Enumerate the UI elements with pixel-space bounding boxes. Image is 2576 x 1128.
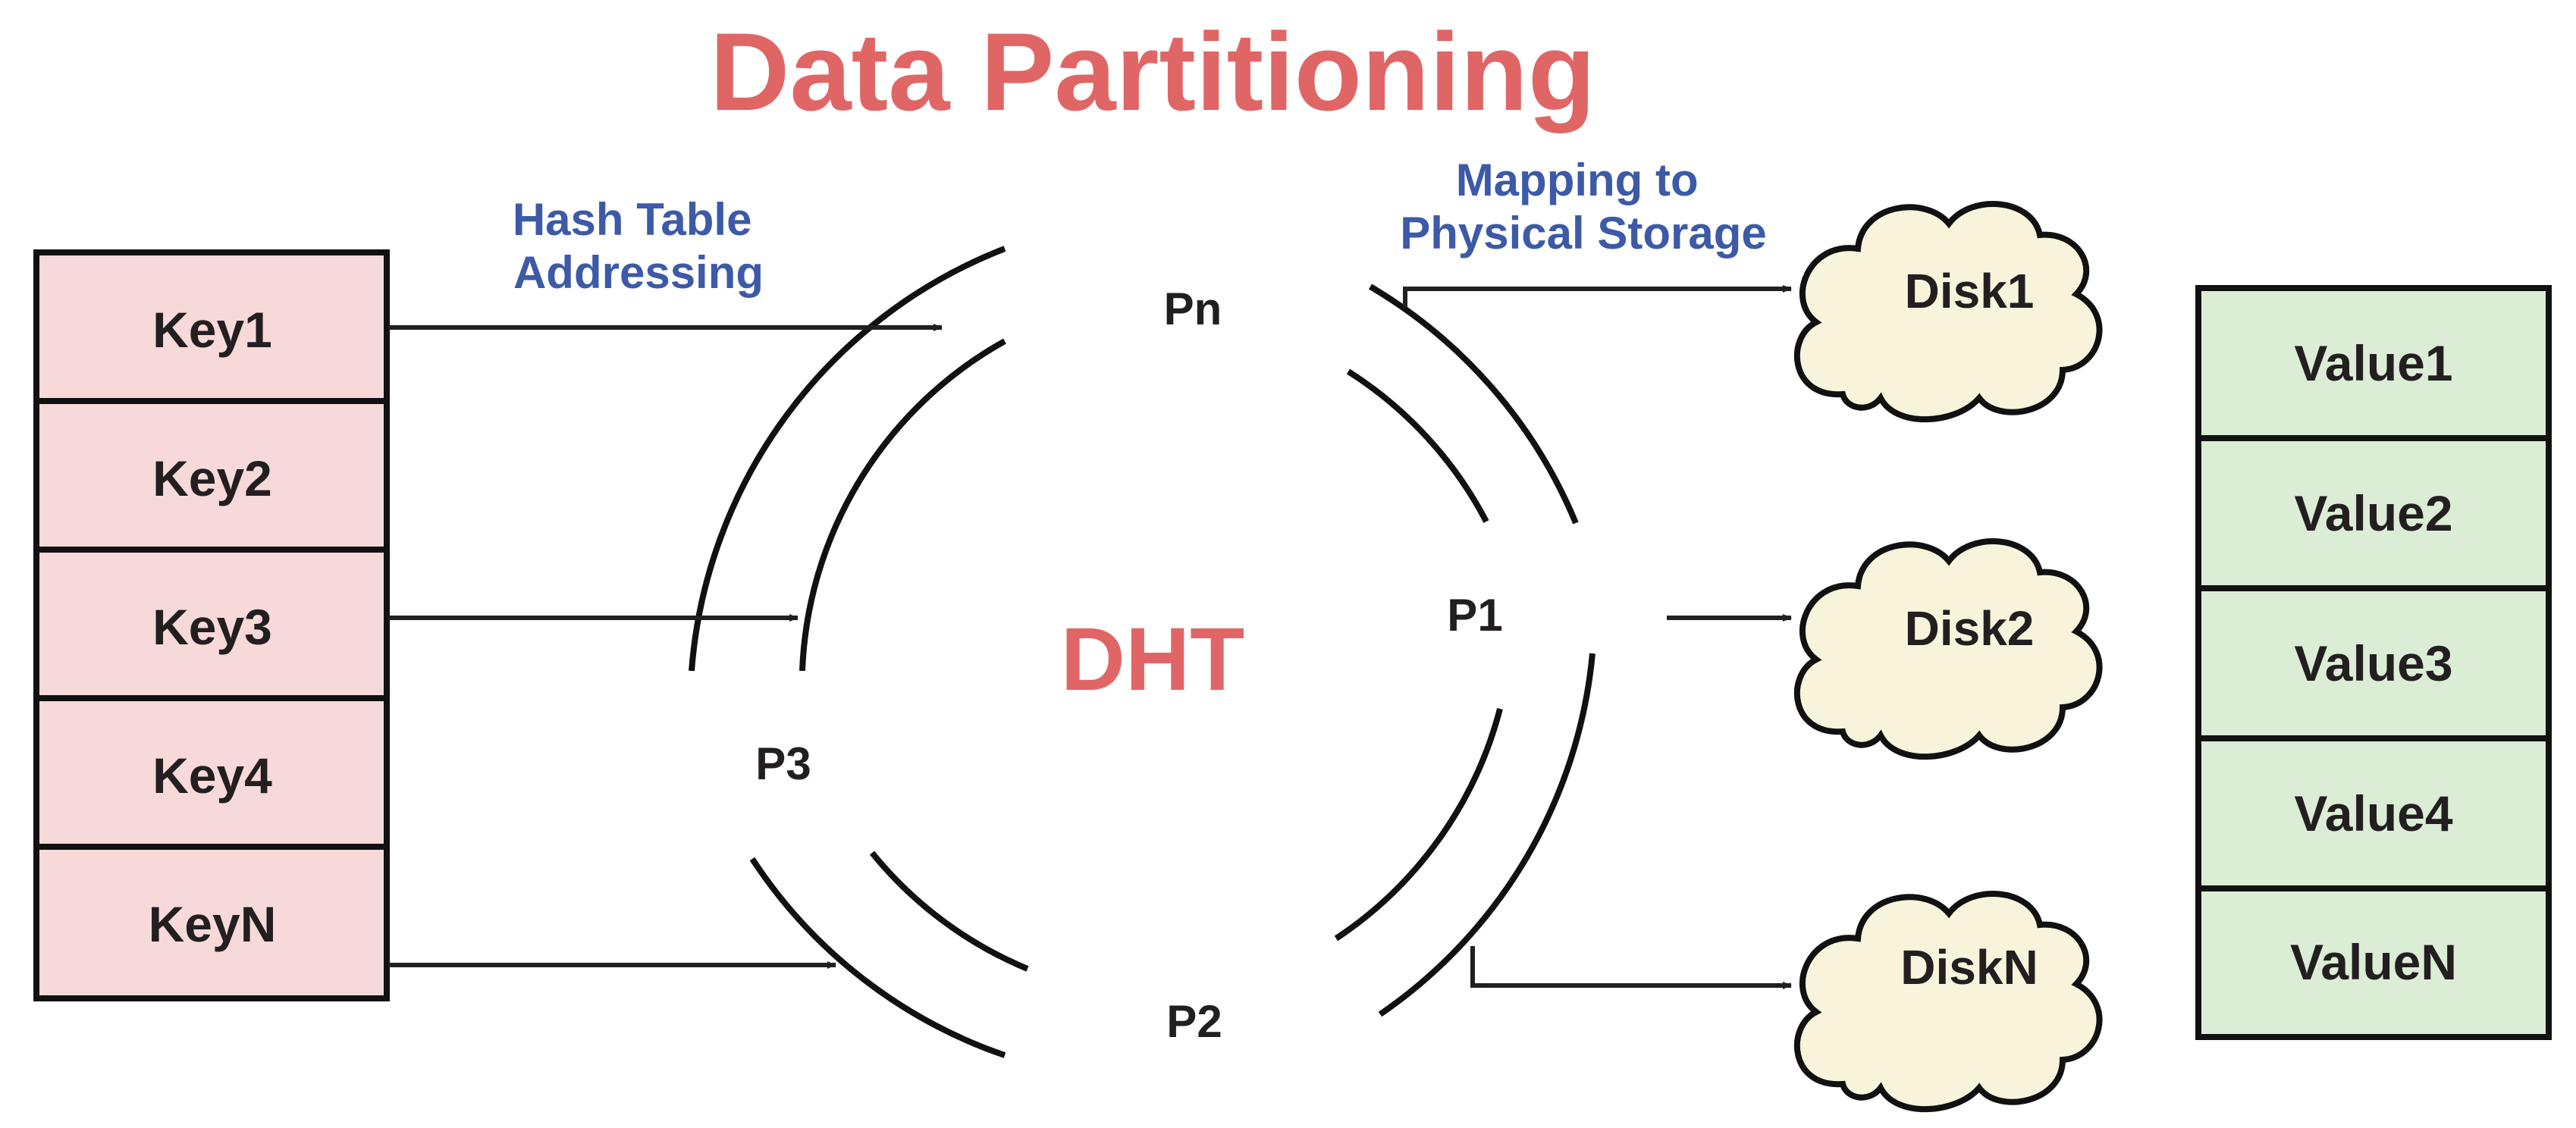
disk-label-1: Disk1 [1905, 264, 2035, 318]
key-label-3: Key3 [152, 599, 272, 655]
ring-arc-outer-left [689, 246, 1006, 672]
ring-arc-inner-right [1334, 707, 1503, 942]
cloud-shape-1 [1793, 201, 2103, 423]
cloud-shape-2 [1793, 538, 2103, 760]
page-title: Data Partitioning [710, 10, 1595, 133]
partition-label-p1: P1 [1447, 590, 1502, 641]
key-label-2: Key2 [152, 450, 272, 506]
arrow-pn-disk1 [1403, 285, 1792, 307]
partition-label-p2: P2 [1166, 996, 1222, 1047]
partition-label-p3: P3 [755, 738, 811, 789]
value-cell-3 [2195, 585, 2552, 741]
hash-table-label: Hash Table Addressing [513, 194, 764, 298]
partition-label-pn: Pn [1164, 284, 1222, 334]
key-label-1: Key1 [152, 302, 272, 358]
value-label-3: Value3 [2294, 635, 2452, 691]
disk-label-n: DiskN [1900, 940, 2038, 995]
hash-label-line2: Addressing [513, 247, 764, 298]
value-cell-n [2195, 885, 2552, 1040]
mapping-label: Mapping to Physical Storage [1400, 155, 1767, 258]
value-label-4: Value4 [2294, 785, 2452, 841]
ring-arc-inner-top-right [1346, 368, 1489, 523]
disk-cloud-1: Disk1 [1793, 201, 2103, 423]
ring-arc-outer-top-right [1368, 284, 1579, 525]
value-label-n: ValueN [2290, 934, 2457, 990]
key-cell-2 [33, 398, 390, 553]
value-cell-1 [2195, 285, 2552, 441]
keys-column: Key1 Key2 Key3 Key4 KeyN [33, 249, 390, 1001]
dht-center-label: DHT [1061, 609, 1245, 710]
ring-arc-inner-left [799, 338, 1006, 672]
disk-cloud-2: Disk2 [1793, 538, 2103, 760]
value-label-2: Value2 [2294, 485, 2452, 541]
cloud-shape-n [1793, 891, 2103, 1113]
ring-arc-outer-bottom [749, 857, 1006, 1058]
value-label-1: Value1 [2294, 335, 2452, 391]
disk-label-2: Disk2 [1905, 601, 2035, 656]
key-cell-4 [33, 695, 390, 850]
dht-ring [689, 246, 1595, 1058]
ring-arc-inner-bottom [869, 851, 1029, 972]
key-cell-1 [33, 249, 390, 404]
key-label-4: Key4 [152, 747, 272, 804]
arrow-p2-diskn [1470, 946, 1792, 989]
ring-arc-outer-right [1378, 653, 1595, 1017]
mapping-label-line2: Physical Storage [1400, 208, 1767, 258]
hash-label-line1: Hash Table [513, 194, 752, 245]
key-cell-n [33, 844, 390, 1001]
disk-cloud-n: DiskN [1793, 891, 2103, 1113]
values-column: Value1 Value2 Value3 Value4 ValueN [2195, 285, 2552, 1040]
mapping-label-line1: Mapping to [1456, 155, 1699, 205]
key-label-n: KeyN [149, 896, 277, 952]
